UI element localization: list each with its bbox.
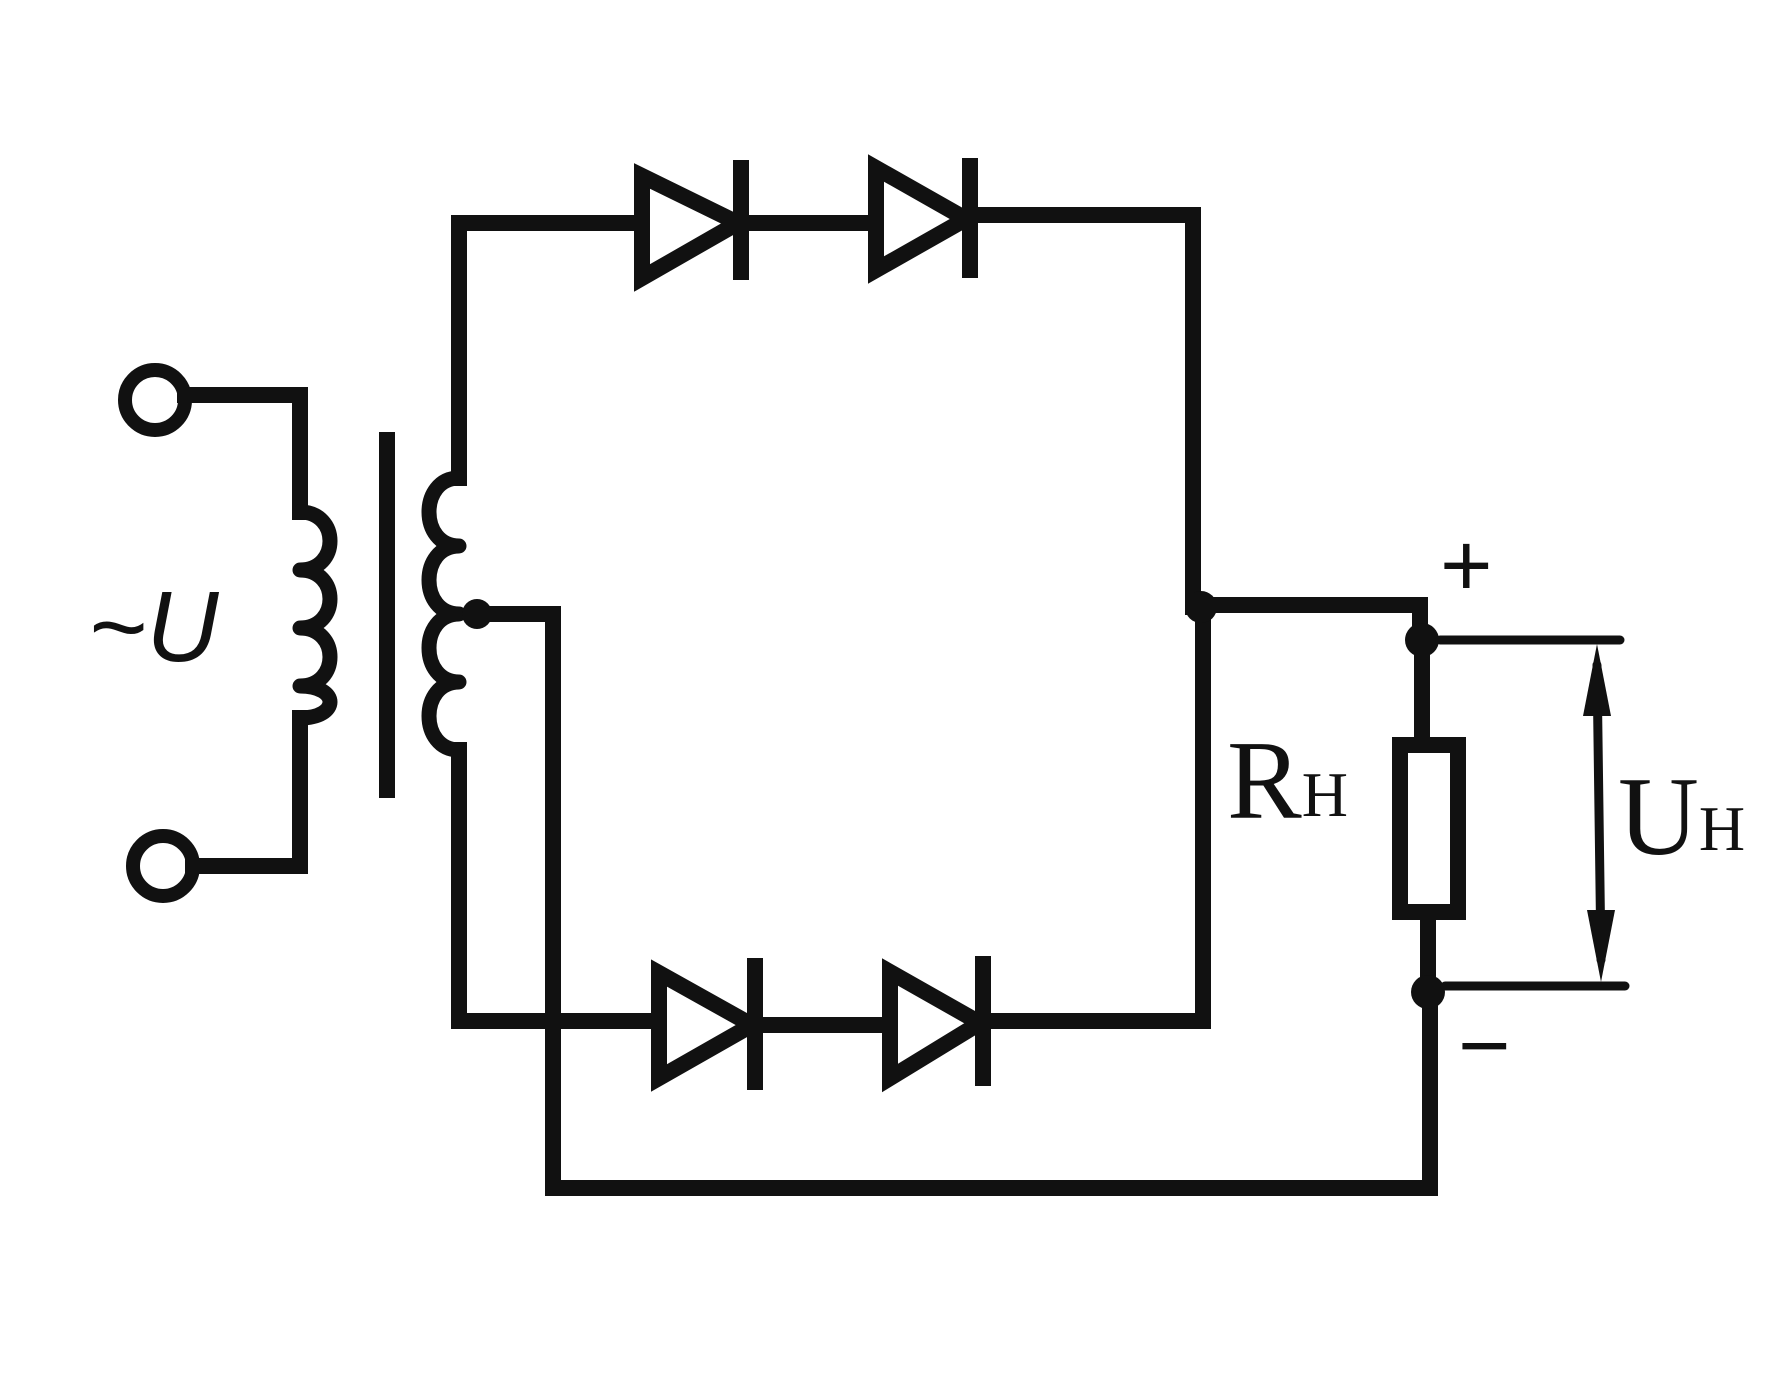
transformer xyxy=(292,215,1438,1196)
labels: ~U RH UH + − xyxy=(88,516,1745,1096)
load-resistor xyxy=(1392,737,1466,920)
wire-bottom-return xyxy=(975,599,1211,1029)
diode-top-2 xyxy=(868,154,983,284)
input-wire-bottom xyxy=(185,710,308,874)
load-voltage-label: UH xyxy=(1618,755,1745,879)
input-wire-top xyxy=(177,387,308,520)
top-diode-string xyxy=(634,154,1201,615)
center-tap-wire xyxy=(469,606,1438,1196)
load-section xyxy=(1185,591,1630,1009)
resistor-label: RH xyxy=(1227,719,1348,843)
source-voltage-label: ~U xyxy=(88,571,219,683)
voltage-arrow-head-up xyxy=(1583,644,1611,716)
minus-label: − xyxy=(1458,996,1511,1096)
secondary-winding xyxy=(421,470,467,758)
voltage-arrow-head-down xyxy=(1587,910,1615,982)
wire-top-return xyxy=(962,207,1201,615)
secondary-bottom-lead xyxy=(451,742,760,1029)
output-positive-wire xyxy=(1193,597,1428,648)
input-terminals xyxy=(118,363,308,903)
negative-terminal-node xyxy=(1411,975,1445,1009)
diode-bottom-1 xyxy=(651,959,769,1092)
bottom-diode-string xyxy=(651,599,1211,1093)
resistor-label-main: R xyxy=(1227,719,1302,843)
primary-winding xyxy=(292,504,338,726)
secondary-top-lead xyxy=(451,215,748,486)
input-terminal-bottom xyxy=(126,829,200,903)
load-voltage-label-sub: H xyxy=(1699,793,1745,864)
diode-top-1 xyxy=(634,163,756,292)
resistor-label-sub: H xyxy=(1302,759,1348,830)
diode-bottom-2 xyxy=(882,958,996,1093)
plus-label: + xyxy=(1440,516,1493,616)
input-terminal-top xyxy=(118,363,192,437)
load-voltage-label-main: U xyxy=(1618,755,1699,879)
